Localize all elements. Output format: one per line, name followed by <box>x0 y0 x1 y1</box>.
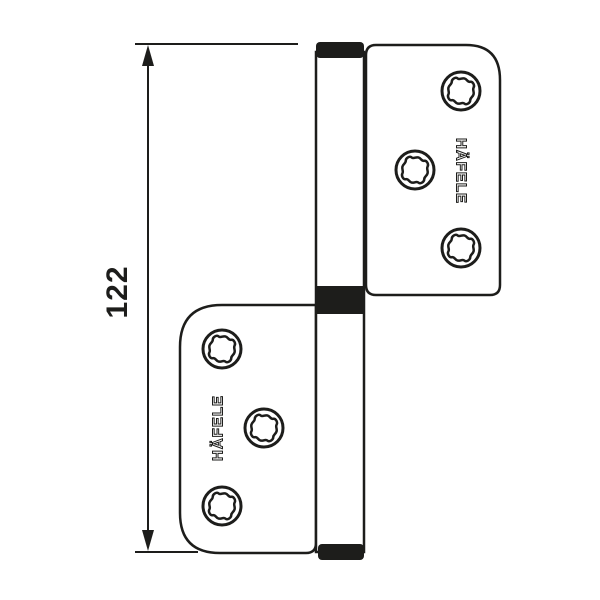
brand-logo-lower: HÄFELE <box>209 395 227 462</box>
upper-leaf <box>364 43 502 297</box>
knuckle <box>314 42 366 560</box>
screw-icon <box>243 407 285 449</box>
screw-icon <box>440 70 482 112</box>
dimension-122 <box>135 43 298 553</box>
brand-logo-upper: HÄFELE <box>452 138 470 205</box>
arrow-up-icon <box>142 45 154 66</box>
knuckle-cap-bottom <box>318 544 364 560</box>
knuckle-cap-top <box>316 42 364 58</box>
arrow-down-icon <box>142 530 154 551</box>
screw-icon <box>201 485 243 527</box>
knuckle-band-middle <box>316 286 364 314</box>
lower-leaf <box>178 303 318 555</box>
dimension-label: 122 <box>101 265 134 319</box>
screw-icon <box>394 149 436 191</box>
screw-icon <box>440 227 482 269</box>
screw-icon <box>201 328 243 370</box>
